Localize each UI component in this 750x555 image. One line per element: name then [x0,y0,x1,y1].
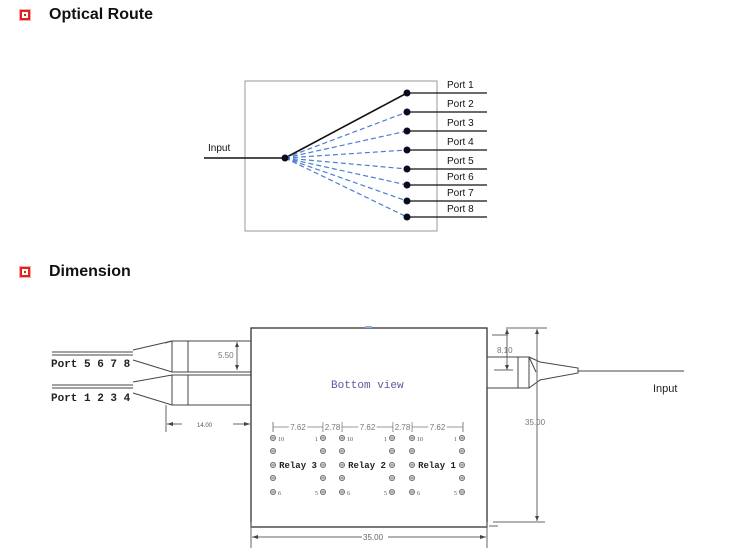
port-node [403,108,411,116]
dim-text-pitch: 2.78 [325,423,341,432]
port-label: Port 2 [447,99,474,110]
port-node [403,197,411,205]
route-path [284,157,408,218]
pin-number: 6 [417,491,420,497]
pin-number: 6 [347,491,350,497]
route-path [284,157,408,186]
section-title: Dimension [49,263,131,280]
route-path [284,157,408,170]
port-node [403,165,411,173]
bullet-square-icon [19,266,31,278]
pin-number: 10 [417,437,423,443]
port-label: Port 3 [447,118,474,129]
section-title: Optical Route [49,6,154,23]
pin-number: 10 [278,437,284,443]
dim-text-body-width: 35.00 [363,533,384,542]
pin-number: 1 [454,437,457,443]
port-label: Port 7 [447,188,474,199]
port-node [403,127,411,135]
port-node [403,213,411,221]
route-path [284,130,408,159]
port-node [403,146,411,154]
dim-text-tube-height: 5.50 [218,351,234,360]
pin-number: 6 [278,491,281,497]
section-heading-optical-route: Optical Route [19,6,154,24]
port-label: Port 5 [447,156,474,167]
relay-footprint: 10 1 6 5 Relay 3 [270,435,326,497]
route-path [284,157,408,202]
dim-text-tube-length: 14.00 [197,423,213,429]
pin-number: 5 [454,491,457,497]
pin-number: 1 [384,437,387,443]
left-tube-upper [52,340,251,373]
port-node [403,89,411,97]
port-node [403,181,411,189]
right-tube [486,356,684,389]
dim-text-pitch: 7.62 [290,423,306,432]
port-label: Port 6 [447,172,474,183]
port-label: Port 1 [447,80,474,91]
relay-label: Relay 3 [279,461,317,471]
dim-text-pitch: 2.78 [395,423,411,432]
pin-number: 10 [347,437,353,443]
section-heading-dimension: Dimension [19,263,131,281]
right-input-label: Input [653,383,677,395]
relay-label: Relay 1 [418,461,456,471]
relay-label: Relay 2 [348,461,386,471]
dim-text-pitch: 7.62 [430,423,446,432]
dim-text-pitch: 7.62 [360,423,376,432]
dim-text-right-offset: 8.10 [497,346,513,355]
bottom-view-label: Bottom view [331,380,404,392]
left-port-label-upper: Port 5 6 7 8 [51,359,131,371]
input-node [281,154,289,162]
pin-number: 1 [315,437,318,443]
route-path [284,92,408,159]
pin-number: 5 [315,491,318,497]
pin-number: 5 [384,491,387,497]
switch-box [244,80,438,232]
input-label: Input [208,143,230,154]
bullet-square-icon [19,9,31,21]
left-port-label-lower: Port 1 2 3 4 [51,393,131,405]
port-label: Port 4 [447,137,474,148]
dim-text-body-height: 35.00 [525,418,546,427]
relay-footprint: 10 1 6 5 Relay 2 [339,435,395,497]
relay-footprint: 10 1 6 5 Relay 1 [409,435,465,497]
port-label: Port 8 [447,204,474,215]
route-path [284,149,408,159]
route-path [284,111,408,159]
left-tube-lower [52,374,251,406]
